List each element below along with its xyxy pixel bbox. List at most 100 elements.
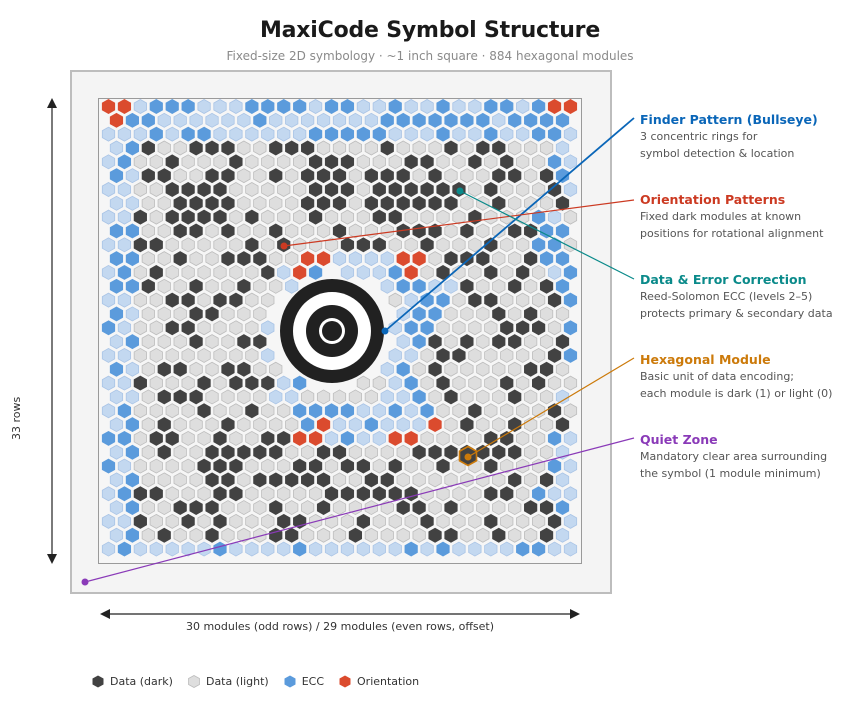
hex-module bbox=[468, 99, 482, 114]
hex-module bbox=[332, 112, 347, 128]
hex-module bbox=[229, 320, 243, 336]
hex-module bbox=[532, 541, 546, 557]
callout-title: Quiet Zone bbox=[640, 432, 718, 447]
hex-module bbox=[213, 347, 227, 363]
callout-title: Finder Pattern (Bullseye) bbox=[640, 112, 818, 127]
hex-module bbox=[356, 403, 370, 419]
hex-module bbox=[500, 541, 514, 557]
hex-module bbox=[301, 251, 315, 267]
hex-module bbox=[356, 182, 370, 197]
hex-module bbox=[452, 99, 466, 114]
hex-module bbox=[372, 458, 386, 474]
hex-module bbox=[428, 527, 442, 543]
hex-module bbox=[332, 389, 347, 405]
hex-module bbox=[508, 472, 522, 488]
hex-module bbox=[261, 541, 275, 557]
hex-module bbox=[261, 375, 275, 391]
hex-module bbox=[563, 99, 578, 114]
hex-module bbox=[109, 472, 124, 488]
hex-module bbox=[547, 99, 562, 114]
hex-module bbox=[563, 154, 578, 170]
hex-module bbox=[444, 278, 458, 294]
hex-module bbox=[563, 182, 578, 197]
hex-module bbox=[253, 527, 267, 543]
callout-desc-line: Fixed dark modules at known bbox=[640, 210, 802, 223]
legend-item-data-dark: Data (dark) bbox=[92, 675, 173, 688]
hex-module bbox=[452, 237, 466, 253]
hex-module bbox=[396, 389, 410, 405]
hex-module bbox=[460, 361, 474, 377]
hex-module bbox=[277, 182, 291, 197]
hex-module bbox=[388, 292, 402, 308]
hex-module bbox=[420, 265, 434, 280]
hex-module bbox=[141, 278, 155, 294]
hex-module bbox=[428, 195, 442, 211]
hex-module bbox=[563, 486, 578, 502]
hex-module bbox=[269, 389, 283, 405]
hex-module bbox=[539, 527, 554, 543]
hex-module bbox=[149, 403, 163, 419]
hex-module bbox=[133, 237, 147, 253]
hex-module bbox=[372, 182, 386, 197]
hex-module bbox=[516, 347, 530, 363]
hex-module bbox=[476, 389, 490, 405]
hex-module bbox=[133, 209, 147, 225]
hex-module bbox=[149, 99, 163, 114]
hex-module bbox=[340, 237, 355, 253]
hex-module bbox=[324, 403, 339, 419]
callout-desc-line: protects primary & secondary data bbox=[640, 307, 833, 320]
hex-module bbox=[125, 334, 139, 350]
hex-module bbox=[285, 527, 299, 543]
hex-module bbox=[348, 195, 363, 211]
x-axis-label: 30 modules (odd rows) / 29 modules (even… bbox=[185, 620, 495, 633]
hex-module bbox=[532, 347, 546, 363]
hex-module bbox=[476, 251, 490, 267]
hex-module bbox=[261, 403, 275, 419]
hex-module bbox=[181, 237, 195, 253]
hex-module bbox=[277, 154, 291, 170]
hex-module bbox=[380, 168, 394, 184]
hex-module bbox=[149, 292, 163, 308]
hex-module bbox=[452, 126, 466, 142]
hex-module bbox=[125, 444, 139, 460]
hex-module bbox=[229, 126, 243, 142]
hex-module bbox=[444, 223, 458, 239]
hex-module bbox=[348, 389, 363, 405]
callout-desc-line: Basic unit of data encoding; bbox=[640, 370, 795, 383]
hex-module bbox=[468, 237, 482, 253]
hex-module bbox=[189, 278, 203, 294]
hex-module bbox=[539, 334, 554, 350]
hex-module bbox=[563, 375, 578, 391]
hex-module bbox=[277, 209, 291, 225]
hex-module bbox=[181, 486, 195, 502]
hex-module bbox=[444, 251, 458, 267]
hex-module bbox=[340, 99, 355, 114]
hex-module bbox=[532, 154, 546, 170]
hex-module bbox=[253, 278, 267, 294]
hex-module bbox=[524, 472, 538, 488]
hex-module bbox=[165, 458, 179, 474]
hex-module bbox=[468, 292, 482, 308]
hex-module bbox=[500, 347, 514, 363]
hex-module bbox=[444, 112, 458, 128]
hex-module bbox=[340, 154, 355, 170]
hex-module bbox=[269, 168, 283, 184]
hex-module bbox=[436, 430, 450, 446]
hex-module bbox=[173, 278, 187, 294]
hex-module bbox=[101, 182, 116, 197]
y-dimension-arrow bbox=[47, 98, 57, 564]
hex-module bbox=[237, 334, 251, 350]
hex-module bbox=[516, 126, 530, 142]
hex-module bbox=[452, 541, 466, 557]
hex-module bbox=[141, 361, 155, 377]
hex-module bbox=[547, 320, 562, 336]
hex-module bbox=[516, 292, 530, 308]
hex-module bbox=[476, 140, 490, 156]
hex-module bbox=[181, 513, 195, 529]
hex-module bbox=[269, 223, 283, 239]
hex-module bbox=[324, 430, 339, 446]
hex-module bbox=[460, 306, 474, 322]
hex-module bbox=[316, 168, 331, 184]
hex-module bbox=[484, 292, 498, 308]
legend-label: Data (dark) bbox=[110, 675, 173, 688]
